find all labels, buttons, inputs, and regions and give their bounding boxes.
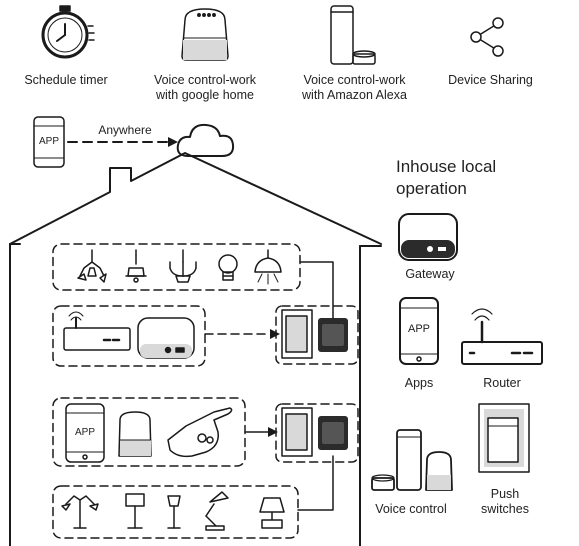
bedside-lamp-icon [259, 497, 285, 529]
push-switch-icon [478, 403, 530, 473]
desk-lamp-icon [205, 491, 229, 531]
wall-switch-icon [281, 407, 348, 457]
voice-control-label: Voice control [375, 502, 447, 516]
anywhere-label: Anywhere [98, 123, 152, 137]
pendant-lamp-icon [125, 249, 147, 283]
router-device-icon [461, 308, 543, 365]
switch-group-dashed [275, 403, 359, 463]
google-home-label: Voice control-work with google home [153, 73, 257, 102]
gateway-icon [137, 317, 195, 359]
remote-phone-icon [33, 116, 65, 168]
light-bulb-icon [218, 254, 238, 281]
google-home-speaker-icon [181, 8, 229, 61]
router-gateway-row [52, 305, 206, 367]
candle-chandelier-icon [169, 249, 197, 283]
row-phone-text: APP [74, 427, 95, 438]
apps-label: Apps [404, 376, 434, 390]
voice-control-speakers-icon [371, 429, 453, 491]
share-icon [470, 17, 504, 57]
schedule-timer-label: Schedule timer [24, 73, 108, 87]
wall-switch-icon [281, 309, 348, 359]
stopwatch-icon [41, 5, 95, 59]
router-icon [63, 311, 131, 351]
apps-phone-text: APP [407, 323, 430, 335]
apps-phone-icon [399, 297, 439, 365]
cloud-icon [176, 123, 235, 157]
arrow-head [270, 329, 280, 339]
smart-speaker-icon [118, 411, 152, 457]
hand-press-icon [167, 407, 233, 458]
push-switches-label: Push switches [481, 487, 529, 516]
gateway-device-icon [398, 213, 458, 261]
floor-lamps-row [52, 485, 299, 539]
table-lamp-icon [125, 493, 145, 529]
connector-line [297, 455, 334, 511]
connector-line [299, 261, 334, 319]
floor-lamp-icon [61, 495, 99, 529]
arrow-head [168, 137, 178, 147]
router-label: Router [483, 376, 521, 390]
house-outline [9, 152, 382, 546]
amazon-alexa-label: Voice control-work with Amazon Alexa [302, 73, 407, 102]
arrow-head [268, 427, 278, 437]
phone-icon [65, 403, 105, 463]
amazon-echo-icon [330, 5, 376, 65]
ceiling-lamp-icon [254, 249, 282, 285]
device-sharing-label: Device Sharing [448, 73, 533, 87]
switch-group-dashed [275, 305, 359, 365]
chandelier-icon [77, 249, 107, 283]
inhouse-title: Inhouse local operation [396, 157, 497, 198]
remote-phone-text: APP [38, 136, 59, 147]
tall-lamp-icon [167, 495, 181, 529]
gateway-label: Gateway [405, 267, 455, 281]
